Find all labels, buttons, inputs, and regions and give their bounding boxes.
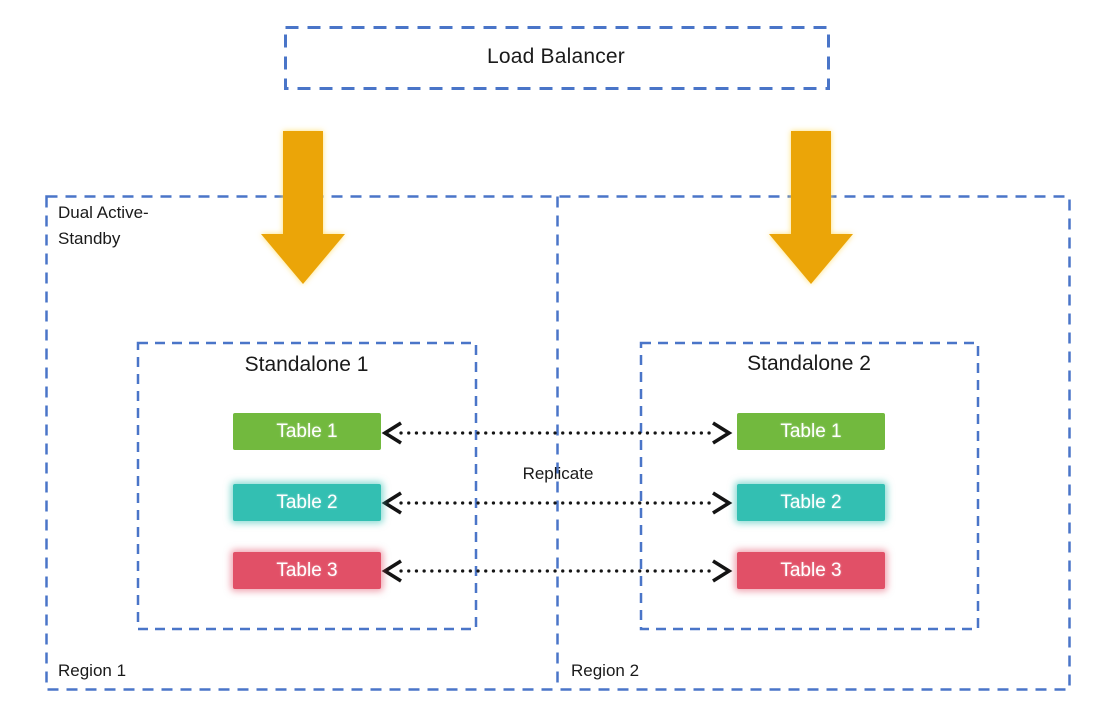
standalone-2-table-1: Table 1 [737,413,885,450]
replicate-label: Replicate [522,464,594,483]
replicate-connector-table1 [381,421,733,445]
standalone-1-table-2: Table 2 [233,484,381,521]
region-1-mode-label: Dual Active-Standby [58,203,149,248]
down-arrow-left-icon [261,131,345,284]
standalone-2-box [639,341,980,631]
standalone-1-box [136,341,478,631]
standalone-1-table-1: Table 1 [233,413,381,450]
standalone-1-title: Standalone 1 [244,353,369,376]
region-2-label: Region 2 [571,661,640,680]
load-balancer-box [284,26,830,90]
down-arrow-right-icon [769,131,853,284]
standalone-2-table-3: Table 3 [737,552,885,589]
standalone-2-table-2: Table 2 [737,484,885,521]
standalone-2-title: Standalone 2 [747,352,871,375]
load-balancer-label: Load Balancer [486,45,626,68]
region-1-label: Region 1 [58,661,127,680]
replicate-connector-table2 [381,491,733,515]
replicate-connector-table3 [381,559,733,583]
standalone-1-table-3: Table 3 [233,552,381,589]
